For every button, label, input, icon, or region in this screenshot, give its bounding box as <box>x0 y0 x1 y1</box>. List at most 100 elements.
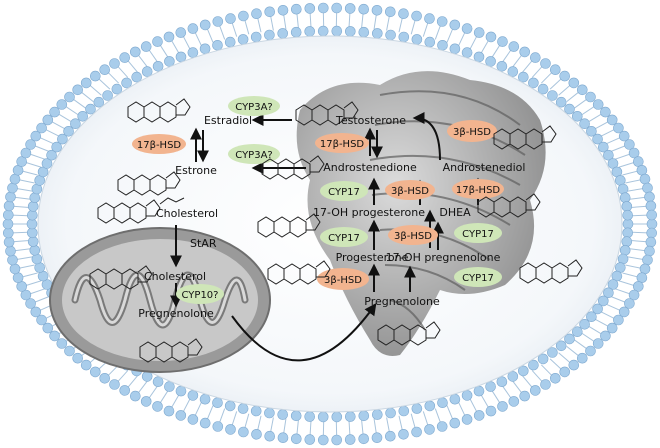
lipid-head <box>585 91 596 103</box>
svg-text:CYP17: CYP17 <box>328 233 360 244</box>
lipid-head <box>224 400 236 412</box>
steroid-structure-cholesterol-cyto <box>97 197 185 224</box>
lipid-head <box>99 64 110 75</box>
lipid-head <box>317 434 329 446</box>
lipid-tail <box>618 280 635 287</box>
lipid-tail <box>88 84 102 96</box>
lipid-tail <box>622 170 639 176</box>
lipid-head <box>555 340 567 352</box>
svg-text:3β-HSD: 3β-HSD <box>391 186 429 197</box>
lipid-head <box>85 103 96 115</box>
lipid-tail <box>283 418 287 435</box>
lipid-head <box>607 279 619 290</box>
lipid-head <box>519 390 531 402</box>
lipid-tail <box>615 153 631 160</box>
lipid-head <box>564 103 575 115</box>
lipid-tail <box>218 24 226 40</box>
lipid-head <box>290 26 302 38</box>
lipid-head <box>473 27 485 38</box>
lipid-head <box>485 31 497 43</box>
lipid-tail <box>13 205 30 208</box>
lipid-head <box>152 376 164 388</box>
lipid-tail <box>170 39 180 54</box>
label-estradiol: Estradiol <box>204 114 252 127</box>
lipid-head <box>559 366 571 378</box>
lipid-tail <box>398 16 404 33</box>
lipid-tail <box>588 325 603 335</box>
enzyme-17b-hsd-right: 17β-HSD <box>452 179 504 199</box>
membrane-inner-lipids <box>26 25 634 423</box>
enzyme-17b-hsd-center: 17β-HSD <box>315 133 369 153</box>
lipid-head <box>555 96 567 108</box>
lipid-tail <box>348 11 351 28</box>
lipid-head <box>508 41 520 52</box>
lipid-head <box>56 338 68 349</box>
lipid-head <box>628 289 640 301</box>
lipid-head <box>77 111 88 122</box>
lipid-head <box>250 405 262 417</box>
lipid-tail <box>29 153 45 160</box>
lipid-head <box>613 314 624 326</box>
lipid-head <box>496 376 508 388</box>
lipid-head <box>36 314 47 326</box>
svg-text:17β-HSD: 17β-HSD <box>320 139 365 150</box>
steroid-structure-17oh-pregnenolone <box>519 259 583 284</box>
lipid-head <box>358 410 370 422</box>
lipid-tail <box>600 311 616 320</box>
lipid-head <box>224 36 236 48</box>
lipid-head <box>250 31 262 43</box>
lipid-head <box>624 298 635 309</box>
lipid-head <box>304 26 316 37</box>
lipid-head <box>7 182 18 194</box>
lipid-tail <box>469 34 478 50</box>
lipid-tail <box>137 380 148 395</box>
lipid-head <box>606 322 618 334</box>
lipid-head <box>277 409 289 420</box>
lipid-head <box>317 2 329 14</box>
lipid-head <box>20 289 32 301</box>
lipid-head <box>528 359 539 371</box>
lipid-tail <box>422 411 429 427</box>
lipid-head <box>121 77 132 89</box>
lipid-head <box>485 56 496 67</box>
lipid-head <box>540 58 551 69</box>
lipid-head <box>579 318 590 330</box>
lipid-head <box>42 322 54 334</box>
lipid-head <box>622 227 634 239</box>
lipid-head <box>437 39 448 51</box>
lipid-tail <box>29 288 45 295</box>
lipid-tail <box>107 71 120 84</box>
enzyme-cyp3a-1: CYP3A? <box>228 96 280 116</box>
lipid-tail <box>34 145 50 152</box>
steroid-structure-estradiol <box>127 98 191 123</box>
enzyme-3b-hsd-top: 3β-HSD <box>447 120 497 142</box>
lipid-head <box>621 201 633 212</box>
lipid-head <box>131 71 142 83</box>
lipid-head <box>46 149 57 161</box>
lipid-tail <box>57 113 72 123</box>
lipid-head <box>9 263 21 275</box>
steroid-structure-androstenedione <box>261 155 325 180</box>
lipid-head <box>436 421 448 432</box>
lipid-tail <box>182 34 191 50</box>
label-cholesterol-cyto: Cholesterol <box>156 207 218 220</box>
lipid-tail <box>422 21 429 37</box>
lipid-head <box>109 379 120 390</box>
lipid-tail <box>480 39 490 54</box>
lipid-head <box>547 347 558 358</box>
lipid-tail <box>283 13 287 30</box>
lipid-tail <box>170 394 180 409</box>
lipid-head <box>175 410 187 421</box>
lipid-head <box>199 19 211 31</box>
lipid-head <box>2 218 14 230</box>
lipid-tail <box>373 418 377 435</box>
lipid-head <box>119 385 130 396</box>
label-androstenedione: Androstenedione <box>323 161 417 174</box>
lipid-head <box>549 372 561 384</box>
lipid-tail <box>39 136 55 145</box>
lipid-head <box>164 56 175 67</box>
lipid-tail <box>13 240 30 243</box>
lipid-head <box>251 8 262 19</box>
lipid-head <box>385 407 396 419</box>
label-17oh-progesterone: 17-OH progesterone <box>313 206 425 219</box>
